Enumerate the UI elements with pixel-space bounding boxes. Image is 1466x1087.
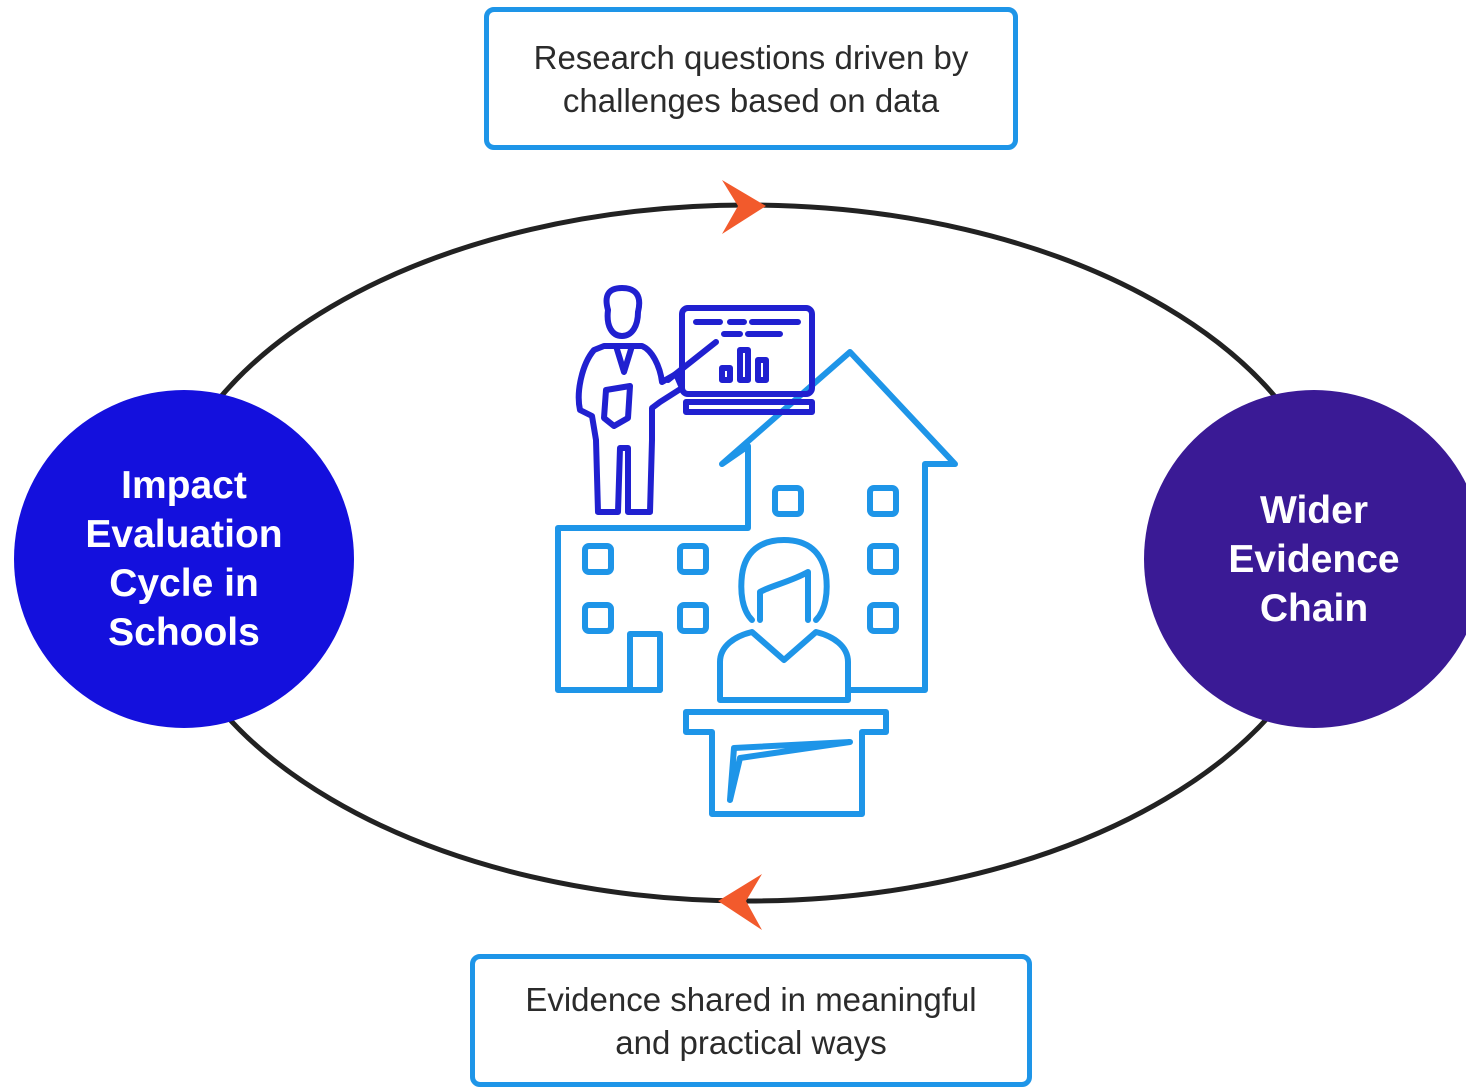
impact-evaluation-line-2: Evaluation	[85, 513, 283, 556]
impact-evaluation-node: Impact Evaluation Cycle in Schools	[14, 390, 354, 728]
cycle-arrow-top	[722, 180, 766, 234]
research-questions-line-1: Research questions driven by	[533, 38, 969, 76]
research-questions-line-2: challenges based on data	[562, 81, 940, 119]
cycle-arrow-bottom	[718, 874, 762, 930]
evidence-shared-box: Evidence shared in meaningful and practi…	[470, 954, 1032, 1087]
wider-evidence-line-3: Chain	[1259, 586, 1369, 630]
impact-evaluation-line-3: Cycle in	[109, 562, 259, 605]
evidence-shared-line-1: Evidence shared in meaningful	[525, 980, 977, 1018]
wider-evidence-line-1: Wider	[1260, 488, 1368, 532]
impact-evaluation-line-4: Schools	[108, 611, 260, 654]
research-questions-box: Research questions driven by challenges …	[484, 7, 1018, 150]
wider-evidence-line-2: Evidence	[1228, 537, 1400, 581]
teacher-presenting-school-icon	[555, 285, 958, 817]
evidence-shared-line-2: and practical ways	[615, 1023, 887, 1061]
wider-evidence-node: Wider Evidence Chain	[1144, 390, 1466, 728]
impact-evaluation-line-1: Impact	[121, 464, 247, 507]
